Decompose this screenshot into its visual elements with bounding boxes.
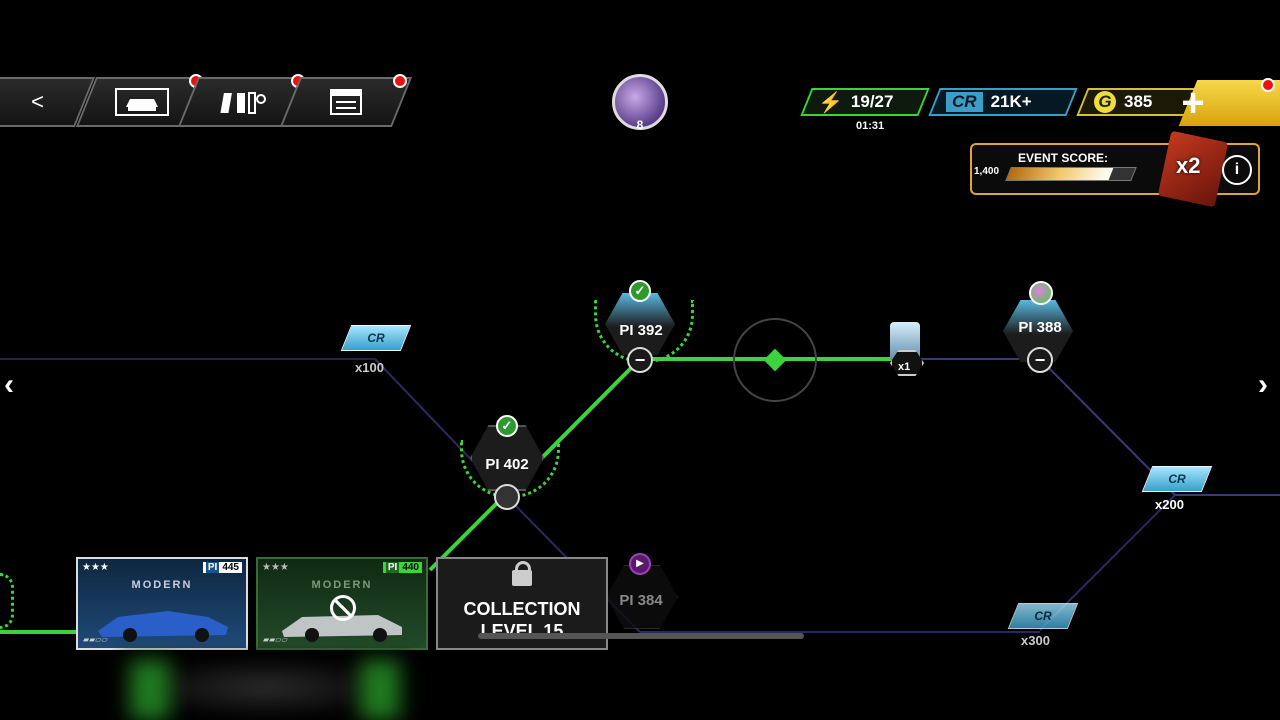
- cards-scrollbar[interactable]: [478, 633, 804, 639]
- parts-icon: [220, 92, 266, 114]
- event-score-bar: [1005, 167, 1137, 181]
- node-pi402-label: PI 402: [485, 456, 529, 473]
- gold-coin-icon: G: [1094, 91, 1116, 113]
- plus-icon: +: [1181, 81, 1205, 125]
- lightning-icon: ⚡: [818, 91, 843, 114]
- partial-node-left: [0, 573, 14, 629]
- lock-shackle: [515, 561, 531, 576]
- scroll-right-arrow[interactable]: ›: [1258, 368, 1268, 401]
- node-pi388-toggle[interactable]: −: [1027, 347, 1053, 373]
- score-multiplier: x2: [1176, 153, 1201, 178]
- shop-notify-dot: [1261, 78, 1275, 92]
- item-reward-amount: x1: [898, 361, 911, 373]
- events-tab[interactable]: [279, 77, 413, 127]
- cr-reward-300-amount: x300: [1021, 633, 1050, 648]
- cr-reward-200-amount: x200: [1155, 497, 1184, 512]
- card-stars: ★★★: [262, 562, 289, 573]
- node-pi384[interactable]: [606, 565, 678, 629]
- info-button[interactable]: i: [1222, 155, 1252, 185]
- cr-reward-200-token[interactable]: CR: [1141, 466, 1213, 492]
- node-pi392-label: PI 392: [619, 322, 663, 339]
- car-garage-icon: [115, 88, 169, 116]
- node-pi384-label: PI 384: [619, 592, 663, 609]
- blurred-green-edge-right: [360, 660, 400, 720]
- play-icon: ▶: [629, 553, 651, 575]
- blurred-green-edge: [130, 660, 170, 720]
- check-icon: ✓: [629, 280, 651, 302]
- card-class: MODERN: [311, 579, 373, 591]
- player-avatar[interactable]: [612, 74, 668, 130]
- cr-reward-100-amount: x100: [355, 360, 384, 375]
- item-reward-badge: [890, 350, 924, 376]
- fuel-timer: 01:31: [856, 120, 885, 132]
- player-level: 8: [636, 118, 644, 132]
- events-notify-dot: [393, 74, 407, 88]
- back-arrow-icon: <: [31, 89, 44, 114]
- unavailable-icon: [330, 595, 356, 621]
- card-upgrade-bars: ▰▰▱▱: [83, 635, 108, 644]
- card-class: MODERN: [131, 579, 193, 591]
- event-score-value: 1,400: [974, 166, 1000, 177]
- driver-helmet-icon: [1029, 281, 1053, 305]
- garage-tab[interactable]: [75, 77, 209, 127]
- upgrades-tab[interactable]: [177, 77, 311, 127]
- card-upgrade-bars: ▰▰▱▱: [263, 635, 288, 644]
- node-pi388-label: PI 388: [1018, 319, 1062, 336]
- fuel-counter[interactable]: ⚡19/27: [800, 88, 930, 116]
- calendar-icon: [330, 89, 362, 115]
- check-icon: ✓: [496, 415, 518, 437]
- event-score-fill: [1006, 168, 1114, 180]
- card-stars: ★★★: [82, 562, 109, 573]
- collection-level-text: COLLECTION LEVEL 15: [463, 599, 581, 634]
- route-junction-ring: [733, 318, 817, 402]
- node-pi402-toggle[interactable]: [494, 484, 520, 510]
- node-pi392-toggle[interactable]: −: [627, 347, 653, 373]
- event-score-title: EVENT SCORE:: [1018, 151, 1109, 165]
- cr-currency-icon: CR: [946, 92, 983, 112]
- car-image: [282, 615, 402, 642]
- cr-reward-300-token[interactable]: CR: [1007, 603, 1079, 629]
- cr-reward-100-token[interactable]: CR: [340, 325, 412, 351]
- scroll-left-arrow[interactable]: ‹: [4, 368, 14, 401]
- car-image: [98, 611, 228, 642]
